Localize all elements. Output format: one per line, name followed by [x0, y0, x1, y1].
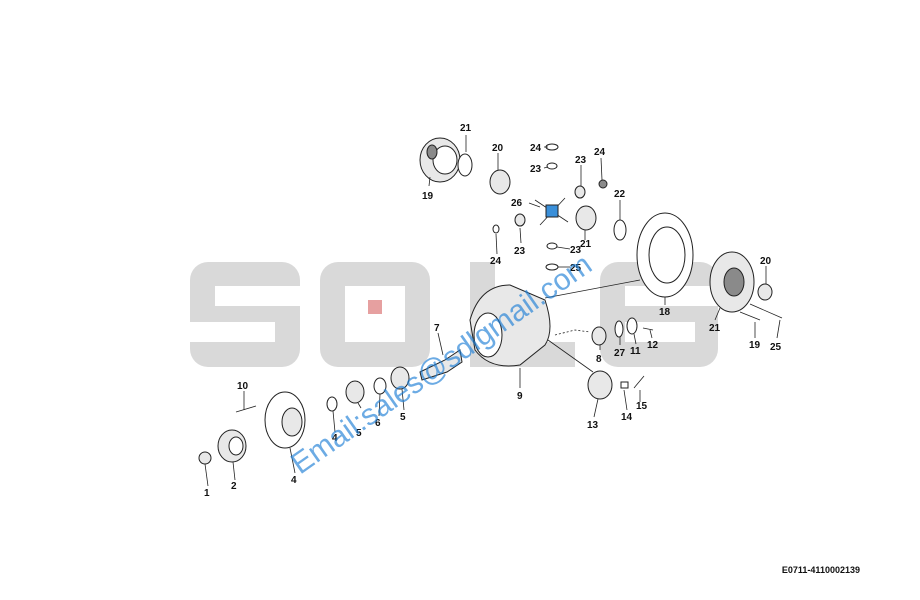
- part-22-thrust-washer: [457, 153, 473, 177]
- part-8-bearing: [591, 326, 607, 346]
- callout-8: 8: [596, 354, 602, 365]
- part-7-drive-pinion: [419, 349, 463, 381]
- part-19-diff-case-half: [419, 137, 461, 183]
- part-24-ring: [598, 179, 608, 189]
- callout-23b: 23: [575, 155, 587, 166]
- callout-2: 2: [231, 481, 237, 492]
- part-16-crown-wheel: [636, 212, 694, 298]
- callout-13: 13: [587, 420, 599, 431]
- callout-16: 18: [659, 307, 671, 318]
- callout-14: 14: [621, 412, 633, 423]
- callout-17: 19: [749, 340, 761, 351]
- callout-1: 1: [204, 488, 210, 499]
- part-9-axle-housing: [469, 284, 551, 367]
- callout-24a: 24: [530, 143, 542, 154]
- callout-9: 9: [517, 391, 523, 402]
- callout-22a: 21: [460, 123, 472, 134]
- callout-23c: 23: [514, 246, 526, 257]
- part-26-spider: [534, 197, 569, 226]
- part-10-bolt: [235, 405, 257, 413]
- callout-11: 11: [630, 346, 641, 357]
- callout-labels: 21 19 20 24 23 23 24 26 23 24 21 22 23 2…: [204, 123, 782, 499]
- part-23-washer: [546, 162, 558, 170]
- callout-21a: 20: [492, 143, 504, 154]
- part-11-circlip: [626, 317, 638, 335]
- callout-24d: 25: [570, 263, 582, 274]
- part-20-diff-case: [709, 251, 755, 313]
- part-27-ring: [614, 320, 624, 338]
- callout-19: 19: [422, 191, 434, 202]
- callout-4: 4: [291, 475, 297, 486]
- part-22-thrust-washer-2: [613, 219, 627, 241]
- callout-18: 20: [760, 256, 772, 267]
- part-15-bolt: [633, 375, 645, 389]
- part-23-pinion-2: [514, 213, 526, 227]
- callout-24b: 24: [594, 147, 606, 158]
- part-23-washer-2: [546, 242, 558, 250]
- callout-27: 27: [614, 348, 626, 359]
- part-17-bolt: [739, 311, 761, 321]
- callout-6: 6: [375, 418, 381, 429]
- callout-10: 10: [237, 381, 249, 392]
- callout-23d: 23: [570, 245, 582, 256]
- part-4-flange-housing: [264, 391, 306, 449]
- part-18-bearing: [757, 283, 773, 301]
- callout-12: 12: [647, 340, 659, 351]
- part-24-washer-2: [492, 224, 500, 234]
- part-25-bolt: [749, 303, 783, 319]
- callout-25: 25: [770, 342, 782, 353]
- part-5-bearing-a: [345, 380, 365, 404]
- part-2-companion-flange: [217, 429, 247, 463]
- callout-7: 7: [434, 323, 440, 334]
- leader-lines: [204, 135, 781, 487]
- part-23-pinion: [574, 185, 586, 199]
- part-3-oring: [326, 396, 338, 412]
- callout-21b: 21: [580, 239, 592, 250]
- part-5-bearing-b: [390, 366, 410, 390]
- part-21-side-gear-2: [575, 205, 597, 231]
- part-1-nut: [198, 451, 212, 465]
- callout-20: 21: [709, 323, 721, 334]
- drawing-code: E0711-4110002139: [781, 565, 860, 575]
- callout-24c: 24: [490, 256, 502, 267]
- callout-23a: 23: [530, 164, 542, 175]
- callout-5b: 5: [400, 412, 406, 423]
- callout-26: 26: [511, 198, 523, 209]
- callout-3: 4: [332, 433, 338, 444]
- callout-22b: 22: [614, 189, 626, 200]
- part-13-bearing: [587, 370, 613, 400]
- part-14-lock-plate: [620, 381, 629, 389]
- callout-5a: 5: [356, 428, 362, 439]
- callout-15: 15: [636, 401, 648, 412]
- part-21-side-gear: [489, 169, 511, 195]
- part-12-pin: [642, 327, 654, 331]
